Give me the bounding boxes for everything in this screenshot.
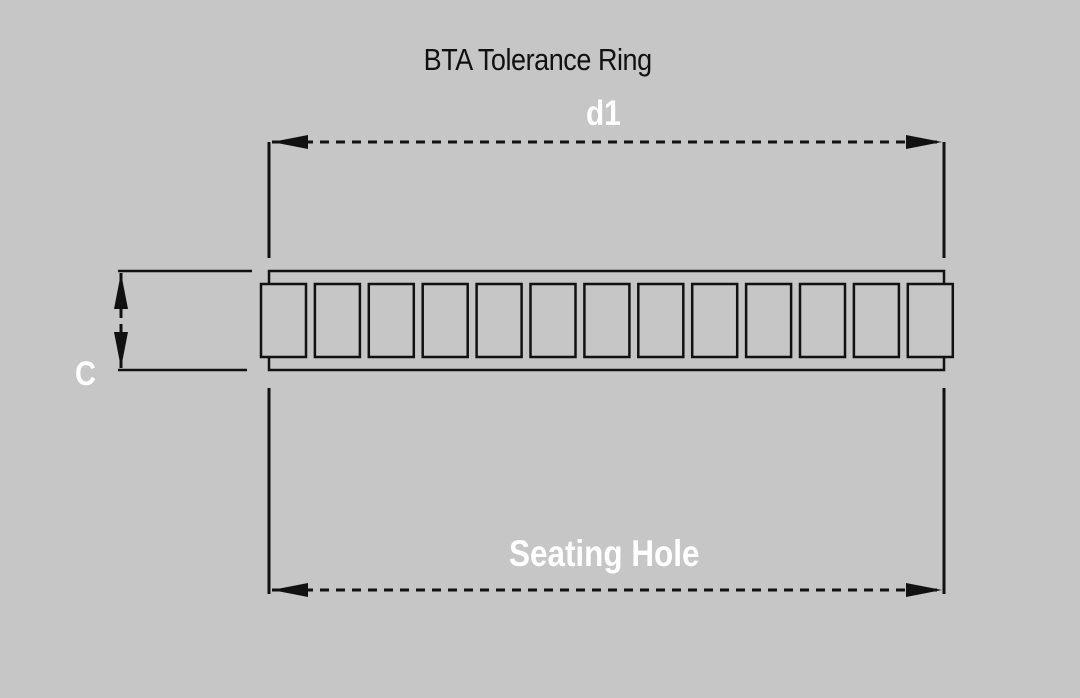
ring-segment	[906, 282, 955, 359]
ring-segment	[583, 282, 631, 359]
tolerance-ring	[259, 269, 955, 372]
ring-segment	[313, 282, 362, 359]
d1-dimension	[267, 135, 946, 258]
c-label: C	[75, 355, 96, 393]
seating-hole-dimension	[267, 388, 946, 597]
seating-hole-label: Seating Hole	[509, 533, 700, 574]
ring-segment	[852, 282, 901, 359]
ring-segment	[259, 282, 308, 359]
d1-label: d1	[586, 94, 621, 133]
c-dimension	[114, 269, 252, 372]
ring-segment	[475, 282, 523, 359]
ring-segment	[637, 282, 685, 359]
ring-segment	[690, 282, 739, 359]
ring-segment	[798, 282, 847, 359]
ring-segment	[421, 282, 469, 359]
ring-segment	[529, 282, 577, 359]
diagram-title: BTA Tolerance Ring	[423, 42, 652, 77]
ring-segment	[367, 282, 416, 359]
ring-segment	[744, 282, 793, 359]
ring-segments	[259, 282, 955, 359]
